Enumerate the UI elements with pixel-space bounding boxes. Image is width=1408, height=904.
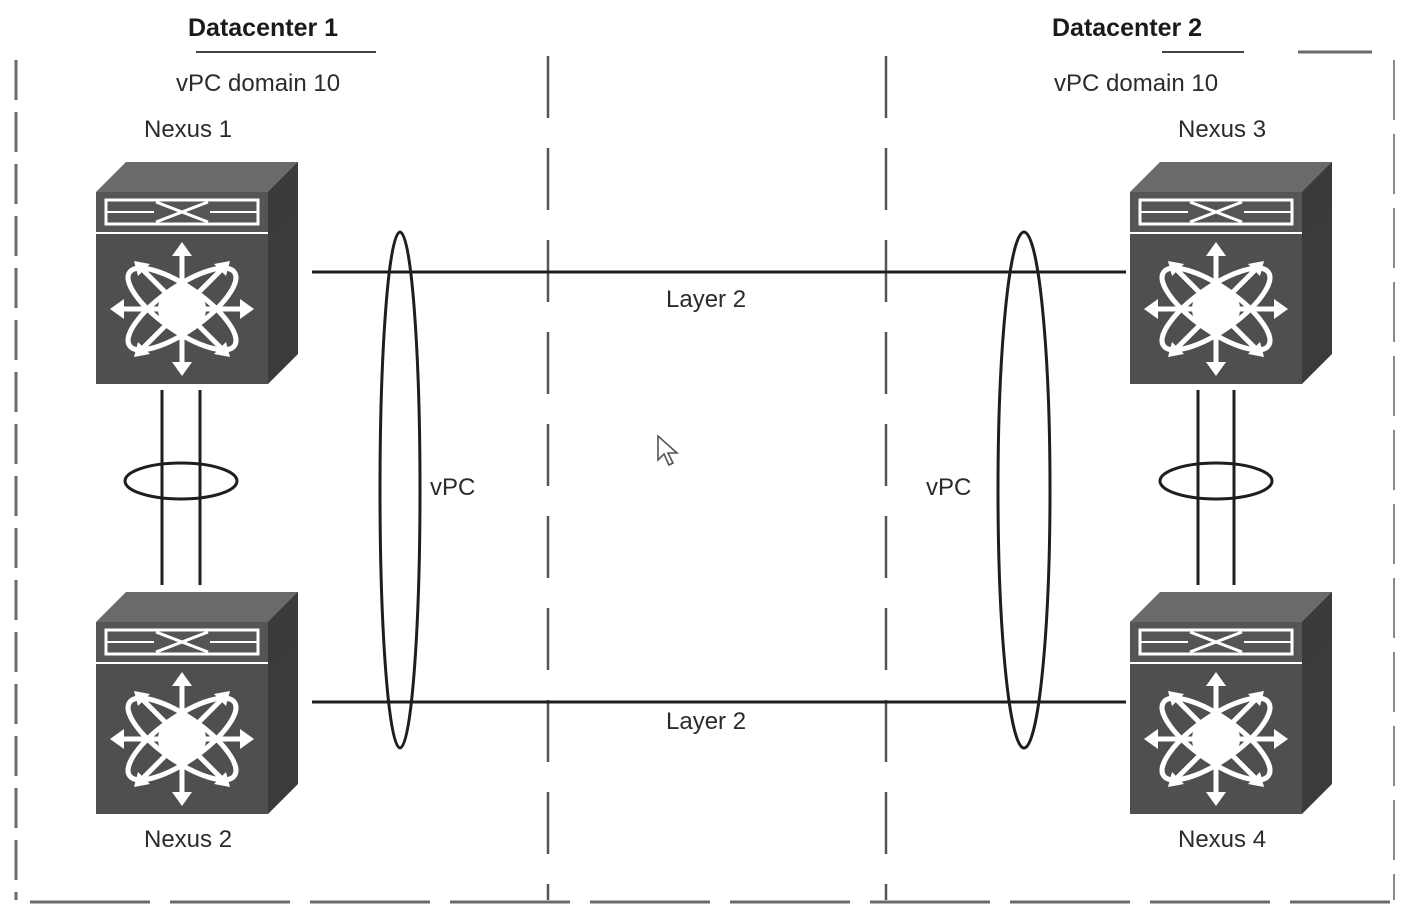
peer-link-dc2 (1158, 461, 1274, 501)
node-label-nexus-2: Nexus 2 (144, 826, 233, 853)
nexus-switch-icon (1130, 592, 1332, 814)
datacenter-1-vpc-domain: vPC domain 10 (176, 70, 341, 97)
link-label-layer2-bottom: Layer 2 (666, 708, 747, 735)
vpc-label-right: vPC (926, 474, 972, 501)
datacenter-2-vpc-domain: vPC domain 10 (1054, 70, 1219, 97)
node-label-nexus-3: Nexus 3 (1178, 116, 1267, 143)
datacenter-1-title: Datacenter 1 (188, 14, 339, 42)
vpc-bundle-left (378, 230, 422, 750)
vpc-label-left: vPC (430, 474, 476, 501)
mouse-pointer-icon (657, 434, 680, 467)
nexus-switch-icon (96, 162, 298, 384)
vpc-bundle-right (996, 230, 1052, 750)
node-label-nexus-1: Nexus 1 (144, 116, 233, 143)
peer-link-dc1 (123, 461, 239, 501)
nexus-switch-icon (96, 592, 298, 814)
datacenter-2-title: Datacenter 2 (1052, 14, 1203, 42)
nexus-switch-icon (1130, 162, 1332, 384)
link-label-layer2-top: Layer 2 (666, 286, 747, 313)
node-label-nexus-4: Nexus 4 (1178, 826, 1267, 853)
